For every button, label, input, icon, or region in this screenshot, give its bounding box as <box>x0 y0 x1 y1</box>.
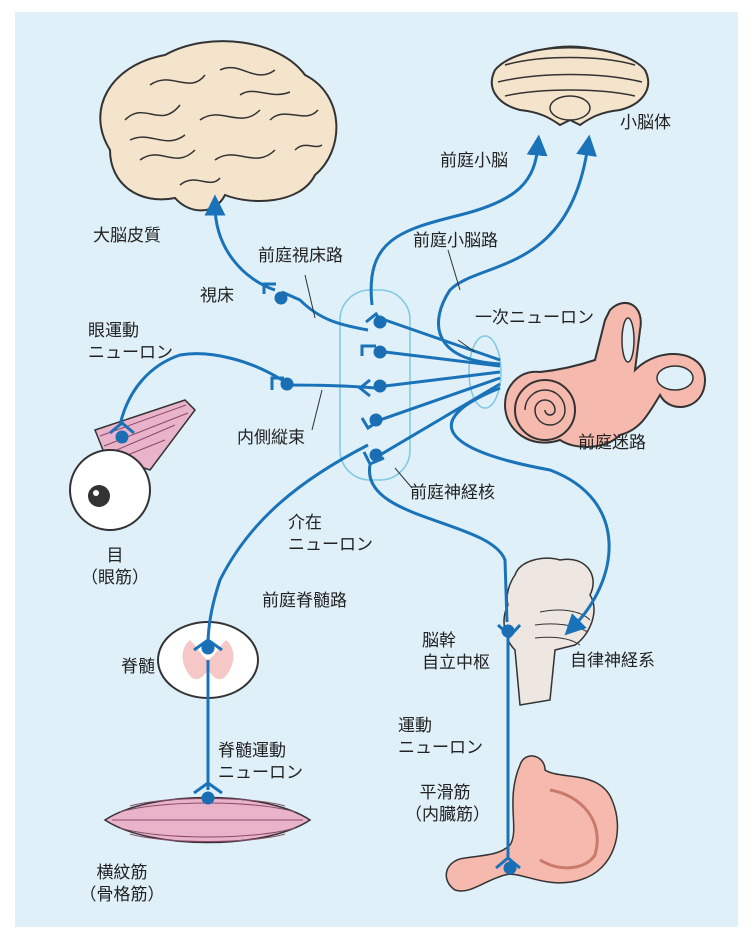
cerebrum-illustration <box>100 41 336 210</box>
label-striated-line1: 横紋筋 <box>72 862 172 884</box>
brainstem-neuron <box>502 625 515 638</box>
label-vestibular-labyrinth: 前庭迷路 <box>578 432 646 454</box>
nucleus-neuron-5 <box>370 449 383 462</box>
eye-terminal <box>116 431 129 444</box>
label-cerebral-cortex: 大脳皮質 <box>93 225 161 247</box>
label-interneuron-line2: ニューロン <box>288 534 373 556</box>
label-primary-neuron: 一次ニューロン <box>475 307 594 329</box>
label-motor-line1: 運動 <box>398 715 483 737</box>
label-oculomotor-line2: ニューロン <box>88 342 173 364</box>
label-mlf: 内側縦束 <box>237 427 305 449</box>
label-oculomotor-neuron: 眼運動 ニューロン <box>88 320 173 364</box>
label-vestibulospinal-tract: 前庭脊髄路 <box>262 590 347 612</box>
nucleus-neuron-4 <box>370 414 383 427</box>
stomach-terminal <box>504 862 517 875</box>
label-vestibulocerebellum: 前庭小脳 <box>440 150 508 172</box>
label-eye-line2: （眼筋） <box>80 567 150 589</box>
leader-lines <box>305 250 475 488</box>
label-smooth-line2: （内臓筋） <box>405 804 485 826</box>
label-spinal-motor-neuron: 脊髄運動 ニューロン <box>218 740 303 784</box>
label-smooth-line1: 平滑筋 <box>405 782 485 804</box>
label-spinal-cord: 脊髄 <box>121 656 155 678</box>
label-brainstem-center: 脳幹 自立中枢 <box>422 630 490 674</box>
label-vestibulocerebellar-tract: 前庭小脳路 <box>413 230 498 252</box>
label-eye: 目 （眼筋） <box>80 545 150 589</box>
label-oculomotor-line1: 眼運動 <box>88 320 173 342</box>
label-vestibulothalamic-tract: 前庭視床路 <box>258 245 343 267</box>
oculomotor-neuron <box>281 378 294 391</box>
thalamus-neuron <box>275 292 288 305</box>
nucleus-neuron-2 <box>374 346 387 359</box>
label-motor-line2: ニューロン <box>398 737 483 759</box>
nucleus-neuron-3 <box>374 380 387 393</box>
label-spinal-motor-line2: ニューロン <box>218 762 303 784</box>
label-spinal-motor-line1: 脊髄運動 <box>218 740 303 762</box>
label-interneuron: 介在 ニューロン <box>288 512 373 556</box>
nucleus-to-thalamus <box>282 292 368 330</box>
label-striated-line2: （骨格筋） <box>72 884 172 906</box>
spinal-neuron <box>202 642 215 655</box>
spinal-motor-terminal <box>202 792 215 805</box>
label-motor-neuron: 運動 ニューロン <box>398 715 483 759</box>
label-cerebellum-body: 小脳体 <box>620 112 671 134</box>
label-interneuron-line1: 介在 <box>288 512 373 534</box>
label-vestibular-nuclei: 前庭神経核 <box>410 482 495 504</box>
label-brainstem-line2: 自立中枢 <box>422 652 490 674</box>
label-smooth-muscle: 平滑筋 （内臓筋） <box>405 782 485 826</box>
synapse-terminals <box>110 284 520 868</box>
label-thalamus: 視床 <box>200 285 234 307</box>
brainstem-illustration <box>504 558 594 705</box>
nucleus-neuron-1 <box>374 316 387 329</box>
eye-illustration <box>70 400 195 530</box>
label-eye-line1: 目 <box>80 545 150 567</box>
label-striated-muscle: 横紋筋 （骨格筋） <box>72 862 172 906</box>
neural-pathways <box>120 145 609 860</box>
label-brainstem-line1: 脳幹 <box>422 630 490 652</box>
primary-to-cerebellum <box>438 145 588 364</box>
label-autonomic-nervous-system: 自律神経系 <box>570 650 655 672</box>
